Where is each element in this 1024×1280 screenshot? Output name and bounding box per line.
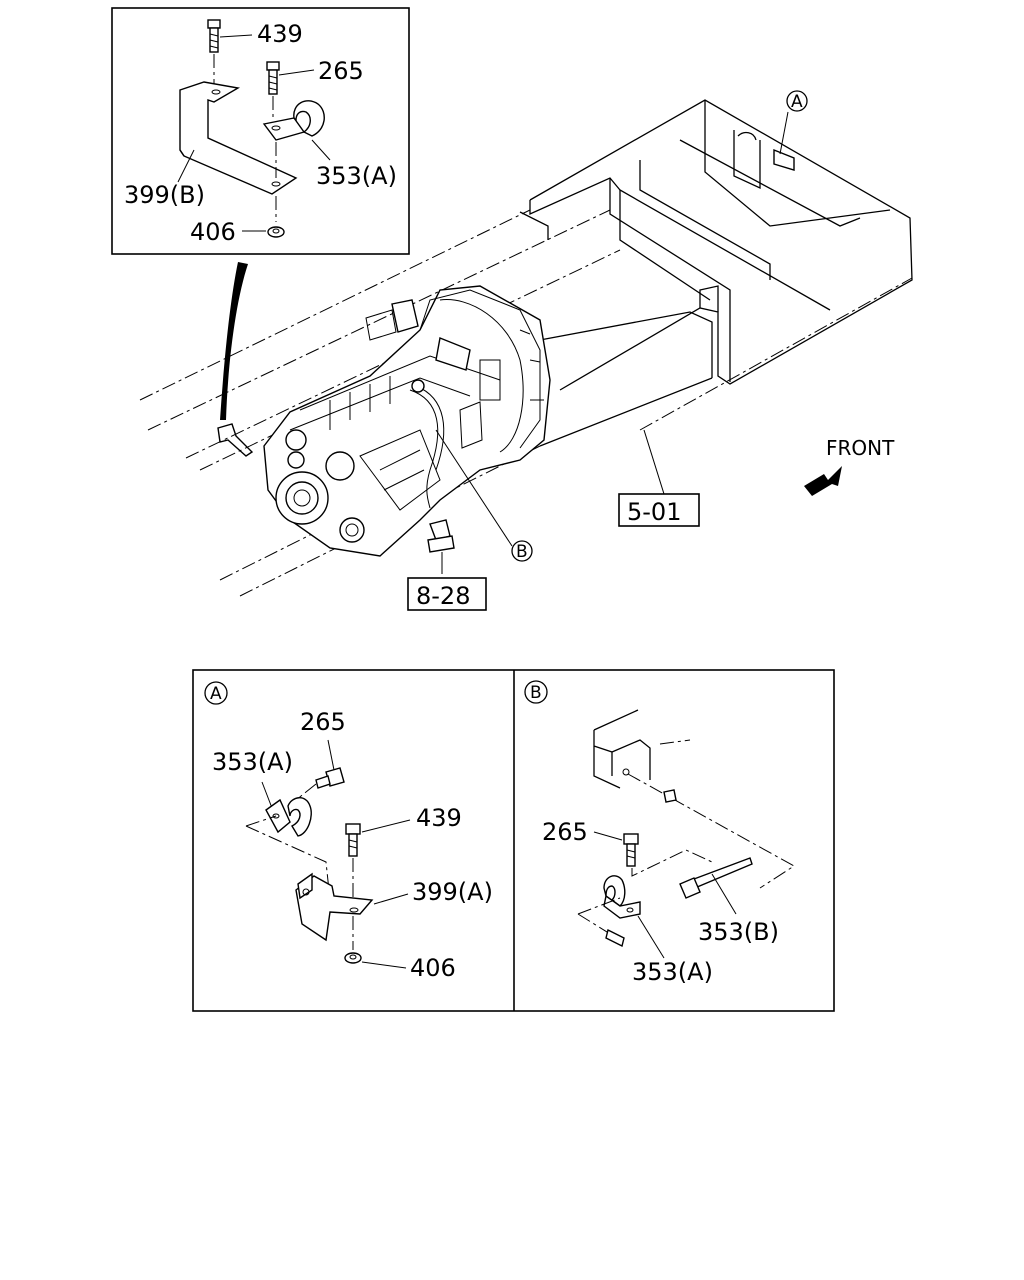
callout-a-main xyxy=(786,90,808,112)
svg-text:A: A xyxy=(210,684,222,704)
bolt-265-icon xyxy=(266,61,280,95)
ref-5-01[interactable]: 5-01 xyxy=(627,498,681,526)
clip-a-353a-icon xyxy=(265,797,312,837)
transmission-icon xyxy=(263,285,551,557)
detail-a: A 265 353(A) 439 xyxy=(204,681,493,982)
label-265: 265 xyxy=(318,57,364,85)
label-a-353a: 353(A) xyxy=(212,748,293,776)
callout-b-main xyxy=(511,540,533,562)
bracket-a-399a-icon xyxy=(295,872,374,942)
inset-leader xyxy=(220,262,248,420)
front-label: FRONT xyxy=(826,436,895,460)
label-a-406: 406 xyxy=(410,954,456,982)
cable-tie-353b-icon xyxy=(679,857,753,899)
label-353a: 353(A) xyxy=(316,162,397,190)
label-a-265: 265 xyxy=(300,708,346,736)
svg-text:B: B xyxy=(530,683,542,703)
bracket-inset: 439 265 353(A) 399(B) xyxy=(111,7,410,255)
front-arrow-icon xyxy=(804,466,842,496)
label-439: 439 xyxy=(257,20,303,48)
svg-text:B: B xyxy=(516,542,528,562)
clip-353a-icon xyxy=(262,100,325,141)
svg-text:A: A xyxy=(791,92,803,112)
label-a-399a: 399(A) xyxy=(412,878,493,906)
label-b-353a: 353(A) xyxy=(632,958,713,986)
bolt-b-265-icon xyxy=(623,833,639,867)
detail-b: B 353(B) 265 xyxy=(524,680,795,986)
main-view: 8-28 5-01 B A FRONT xyxy=(139,90,913,611)
label-b-353b: 353(B) xyxy=(698,918,779,946)
label-399b: 399(B) xyxy=(124,181,205,209)
nut-406-icon xyxy=(267,226,285,238)
label-b-265: 265 xyxy=(542,818,588,846)
sensor-8-28-icon xyxy=(427,519,455,574)
label-406: 406 xyxy=(190,218,236,246)
bolt-439-icon xyxy=(207,19,221,53)
clip-b-353a-icon xyxy=(603,875,641,919)
callout-b-detail xyxy=(524,680,548,704)
bolt-a-439-icon xyxy=(345,823,361,857)
ref-8-28[interactable]: 8-28 xyxy=(416,582,470,610)
detail-panels: A 265 353(A) 439 xyxy=(192,669,835,1012)
label-a-439: 439 xyxy=(416,804,462,832)
nut-a-406-icon xyxy=(344,952,362,964)
callout-a-detail xyxy=(204,681,228,705)
bolt-a-265-icon xyxy=(315,767,345,789)
ref-box-8-28[interactable] xyxy=(407,577,487,611)
ref-box-5-01[interactable] xyxy=(618,493,700,527)
